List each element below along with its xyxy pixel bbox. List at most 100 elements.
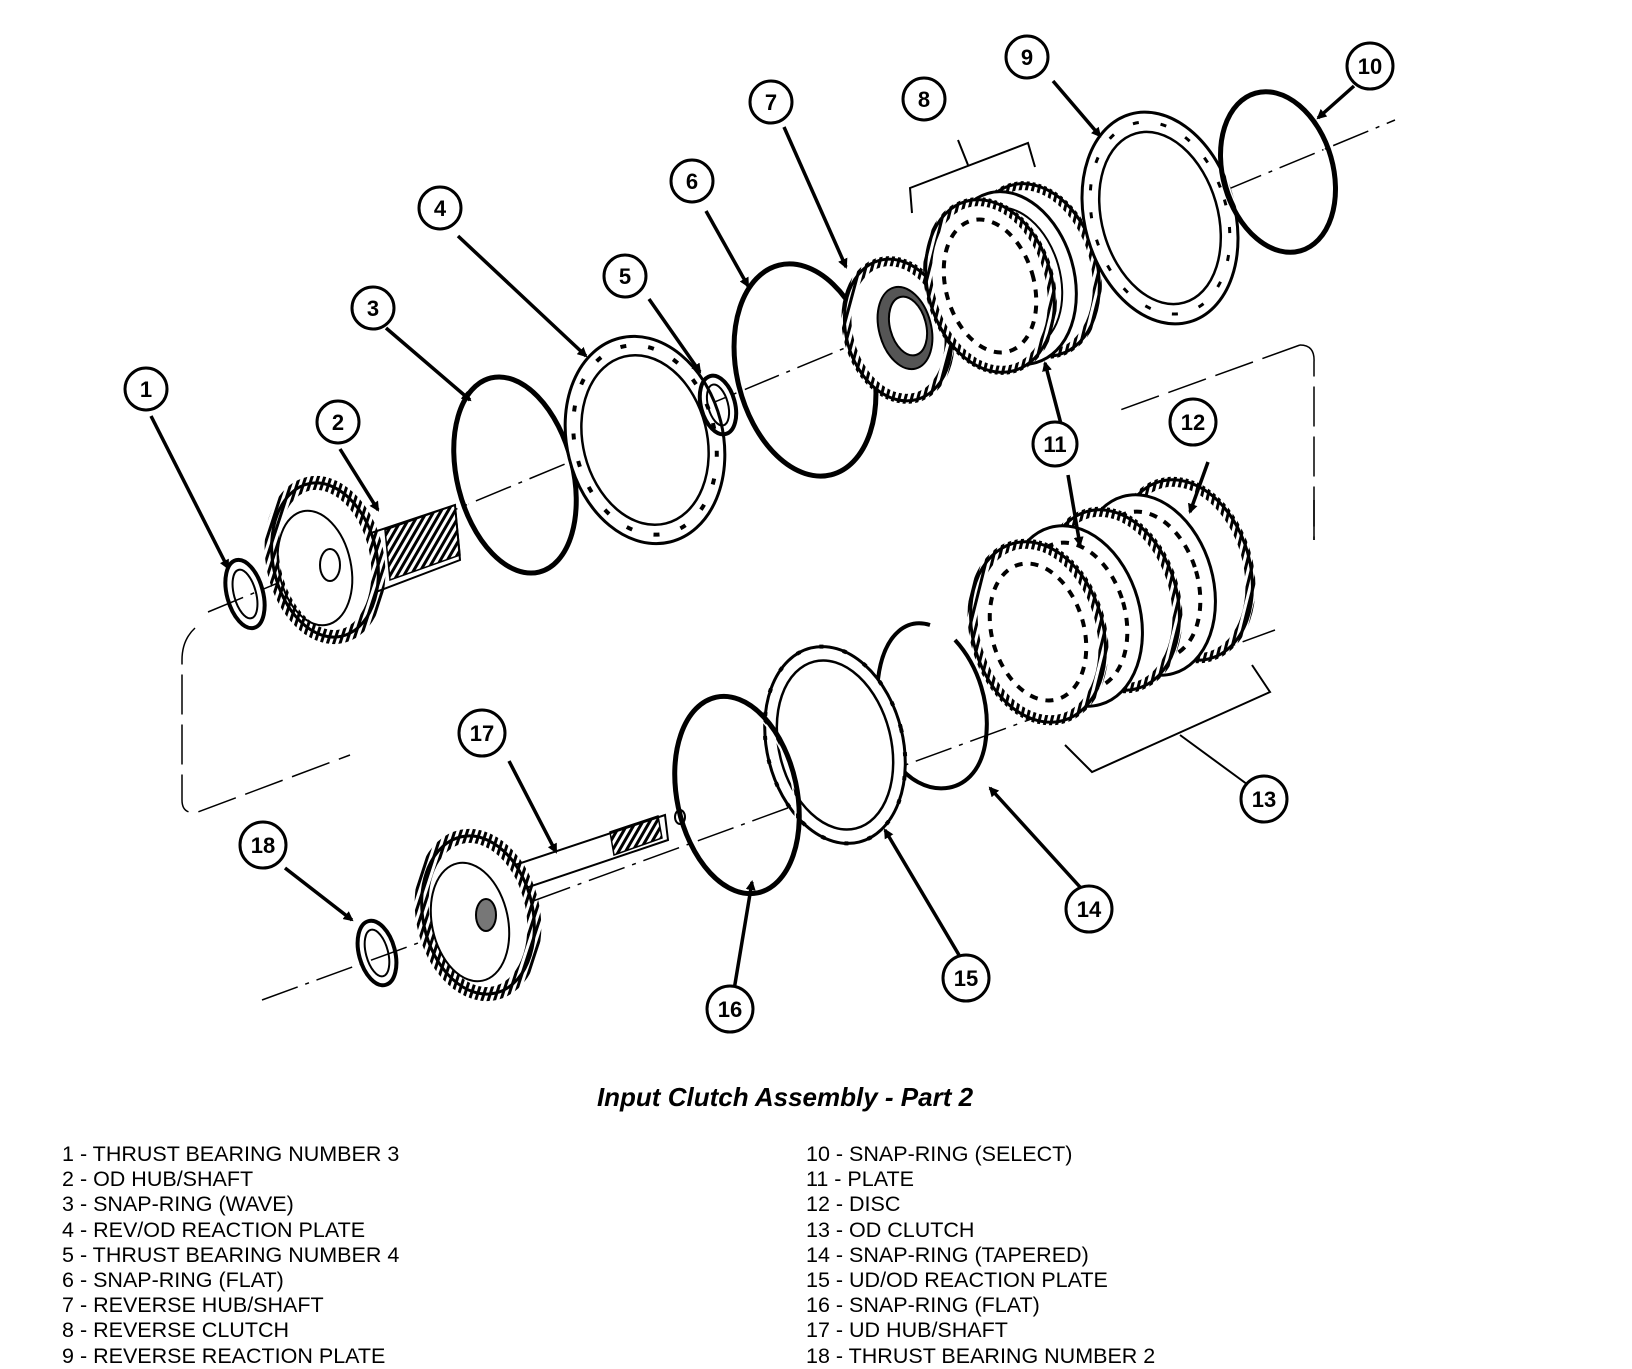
legend-item: 13 - OD CLUTCH — [806, 1218, 1155, 1243]
legend-item: 10 - SNAP-RING (SELECT) — [806, 1142, 1155, 1167]
part-thrust-bearing-3 — [223, 557, 267, 631]
legend-number: 9 — [62, 1343, 74, 1368]
callout-14: 14 — [1064, 884, 1114, 934]
legend-item: 8 - REVERSE CLUTCH — [62, 1318, 399, 1343]
legend-item: 11 - PLATE — [806, 1167, 1155, 1192]
callout-4: 4 — [417, 185, 463, 231]
legend-text: - SNAP-RING (SELECT) — [829, 1142, 1073, 1166]
callout-label: 6 — [686, 169, 698, 194]
legend-item: 1 - THRUST BEARING NUMBER 3 — [62, 1142, 399, 1167]
part-od-hub-shaft — [264, 475, 462, 645]
legend-number: 7 — [62, 1293, 74, 1318]
legend-text: - REVERSE HUB/SHAFT — [73, 1293, 324, 1318]
callout-16: 16 — [705, 984, 755, 1034]
legend-number: 11 — [806, 1167, 829, 1192]
callout-label: 10 — [1358, 54, 1382, 79]
legend-text: - DISC — [829, 1192, 901, 1217]
legend-left-column: 1 - THRUST BEARING NUMBER 3 2 - OD HUB/S… — [62, 1142, 399, 1369]
legend-text: - THRUST BEARING NUMBER 3 — [73, 1142, 400, 1166]
part-thrust-bearing-2 — [355, 918, 399, 988]
callout-label: 1 — [140, 377, 152, 402]
legend-text: - REVERSE CLUTCH — [73, 1318, 290, 1343]
part-reverse-clutch-pack — [923, 181, 1102, 375]
legend-number: 1 — [62, 1142, 74, 1166]
legend-number: 5 — [62, 1242, 74, 1267]
callout-label: 11 — [1043, 432, 1066, 457]
callout-label: 15 — [954, 966, 978, 991]
legend-item: 17 - UD HUB/SHAFT — [806, 1318, 1155, 1343]
part-od-clutch-pack — [967, 476, 1256, 726]
legend-text: - UD/OD REACTION PLATE — [829, 1268, 1108, 1293]
legend-item: 4 - REV/OD REACTION PLATE — [62, 1218, 399, 1243]
legend-item: 5 - THRUST BEARING NUMBER 4 — [62, 1243, 399, 1268]
part-ud-hub-shaft — [414, 809, 686, 1002]
part-rev-od-reaction-plate — [563, 334, 727, 546]
legend-item: 16 - SNAP-RING (FLAT) — [806, 1293, 1155, 1318]
legend-number: 17 — [806, 1318, 830, 1343]
callout-label: 8 — [918, 87, 930, 112]
legend-text: - THRUST BEARING NUMBER 4 — [73, 1242, 400, 1267]
callout-11: 11 — [1031, 420, 1079, 468]
legend-item: 3 - SNAP-RING (WAVE) — [62, 1192, 399, 1217]
callout-1: 1 — [123, 366, 169, 412]
legend-text: - REV/OD REACTION PLATE — [73, 1217, 366, 1242]
legend-text: - SNAP-RING (FLAT) — [829, 1293, 1040, 1318]
legend-item: 2 - OD HUB/SHAFT — [62, 1167, 399, 1192]
legend-number: 6 — [62, 1268, 74, 1293]
legend-item: 9 - REVERSE REACTION PLATE — [62, 1344, 399, 1369]
legend-item: 15 - UD/OD REACTION PLATE — [806, 1268, 1155, 1293]
callout-18: 18 — [238, 820, 288, 870]
legend-number: 14 — [806, 1242, 830, 1267]
legend-text: - REVERSE REACTION PLATE — [73, 1343, 386, 1368]
legend-text: - SNAP-RING (WAVE) — [73, 1192, 294, 1217]
legend-number: 3 — [62, 1192, 74, 1217]
legend-number: 12 — [806, 1192, 830, 1217]
part-snap-ring-flat-lower — [672, 693, 802, 897]
part-thrust-bearing-4 — [697, 373, 739, 437]
legend-text: - SNAP-RING (FLAT) — [73, 1268, 284, 1293]
legend-number: 18 — [806, 1343, 830, 1368]
callout-12: 12 — [1168, 397, 1218, 447]
legend-item: 18 - THRUST BEARING NUMBER 2 — [806, 1344, 1155, 1369]
legend-text: - OD HUB/SHAFT — [73, 1167, 254, 1192]
callout-label: 16 — [718, 997, 742, 1022]
legend-text: - THRUST BEARING NUMBER 2 — [829, 1343, 1156, 1368]
legend-item: 14 - SNAP-RING (TAPERED) — [806, 1243, 1155, 1268]
legend-number: 10 — [806, 1142, 830, 1166]
callout-label: 7 — [765, 90, 777, 115]
legend-text: - UD HUB/SHAFT — [829, 1318, 1008, 1343]
callout-label: 13 — [1252, 787, 1276, 812]
bracket-reverse-clutch — [908, 139, 1036, 214]
callout-label: 17 — [470, 721, 494, 746]
legend-item: 7 - REVERSE HUB/SHAFT — [62, 1293, 399, 1318]
callout-label: 3 — [367, 296, 379, 321]
callout-label: 4 — [434, 196, 447, 221]
legend-number: 16 — [806, 1293, 830, 1318]
legend-text: - PLATE — [828, 1167, 914, 1192]
leader-arrows — [149, 79, 1356, 991]
legend-number: 8 — [62, 1318, 74, 1343]
bracket-od-clutch — [1064, 664, 1272, 791]
callout-3: 3 — [350, 285, 396, 331]
legend-text: - SNAP-RING (TAPERED) — [829, 1242, 1089, 1267]
legend-text: - OD CLUTCH — [829, 1217, 975, 1242]
callout-5: 5 — [602, 253, 648, 299]
callout-label: 18 — [251, 833, 275, 858]
callout-2: 2 — [315, 399, 361, 445]
callout-10: 10 — [1345, 41, 1395, 91]
part-reverse-hub-shaft — [841, 256, 955, 404]
callout-15: 15 — [941, 953, 991, 1003]
callout-label: 2 — [332, 410, 344, 435]
legend-number: 15 — [806, 1268, 830, 1293]
part-snap-ring-tapered — [875, 621, 989, 791]
legend-item: 6 - SNAP-RING (FLAT) — [62, 1268, 399, 1293]
callout-6: 6 — [669, 158, 715, 204]
connector-frame — [181, 344, 1315, 814]
legend-item: 12 - DISC — [806, 1192, 1155, 1217]
callout-label: 5 — [619, 264, 631, 289]
callout-7: 7 — [748, 79, 794, 125]
legend-number: 13 — [806, 1217, 830, 1242]
callout-8: 8 — [901, 76, 947, 122]
part-ud-od-reaction-plate — [762, 644, 908, 846]
callout-label: 9 — [1021, 45, 1033, 70]
